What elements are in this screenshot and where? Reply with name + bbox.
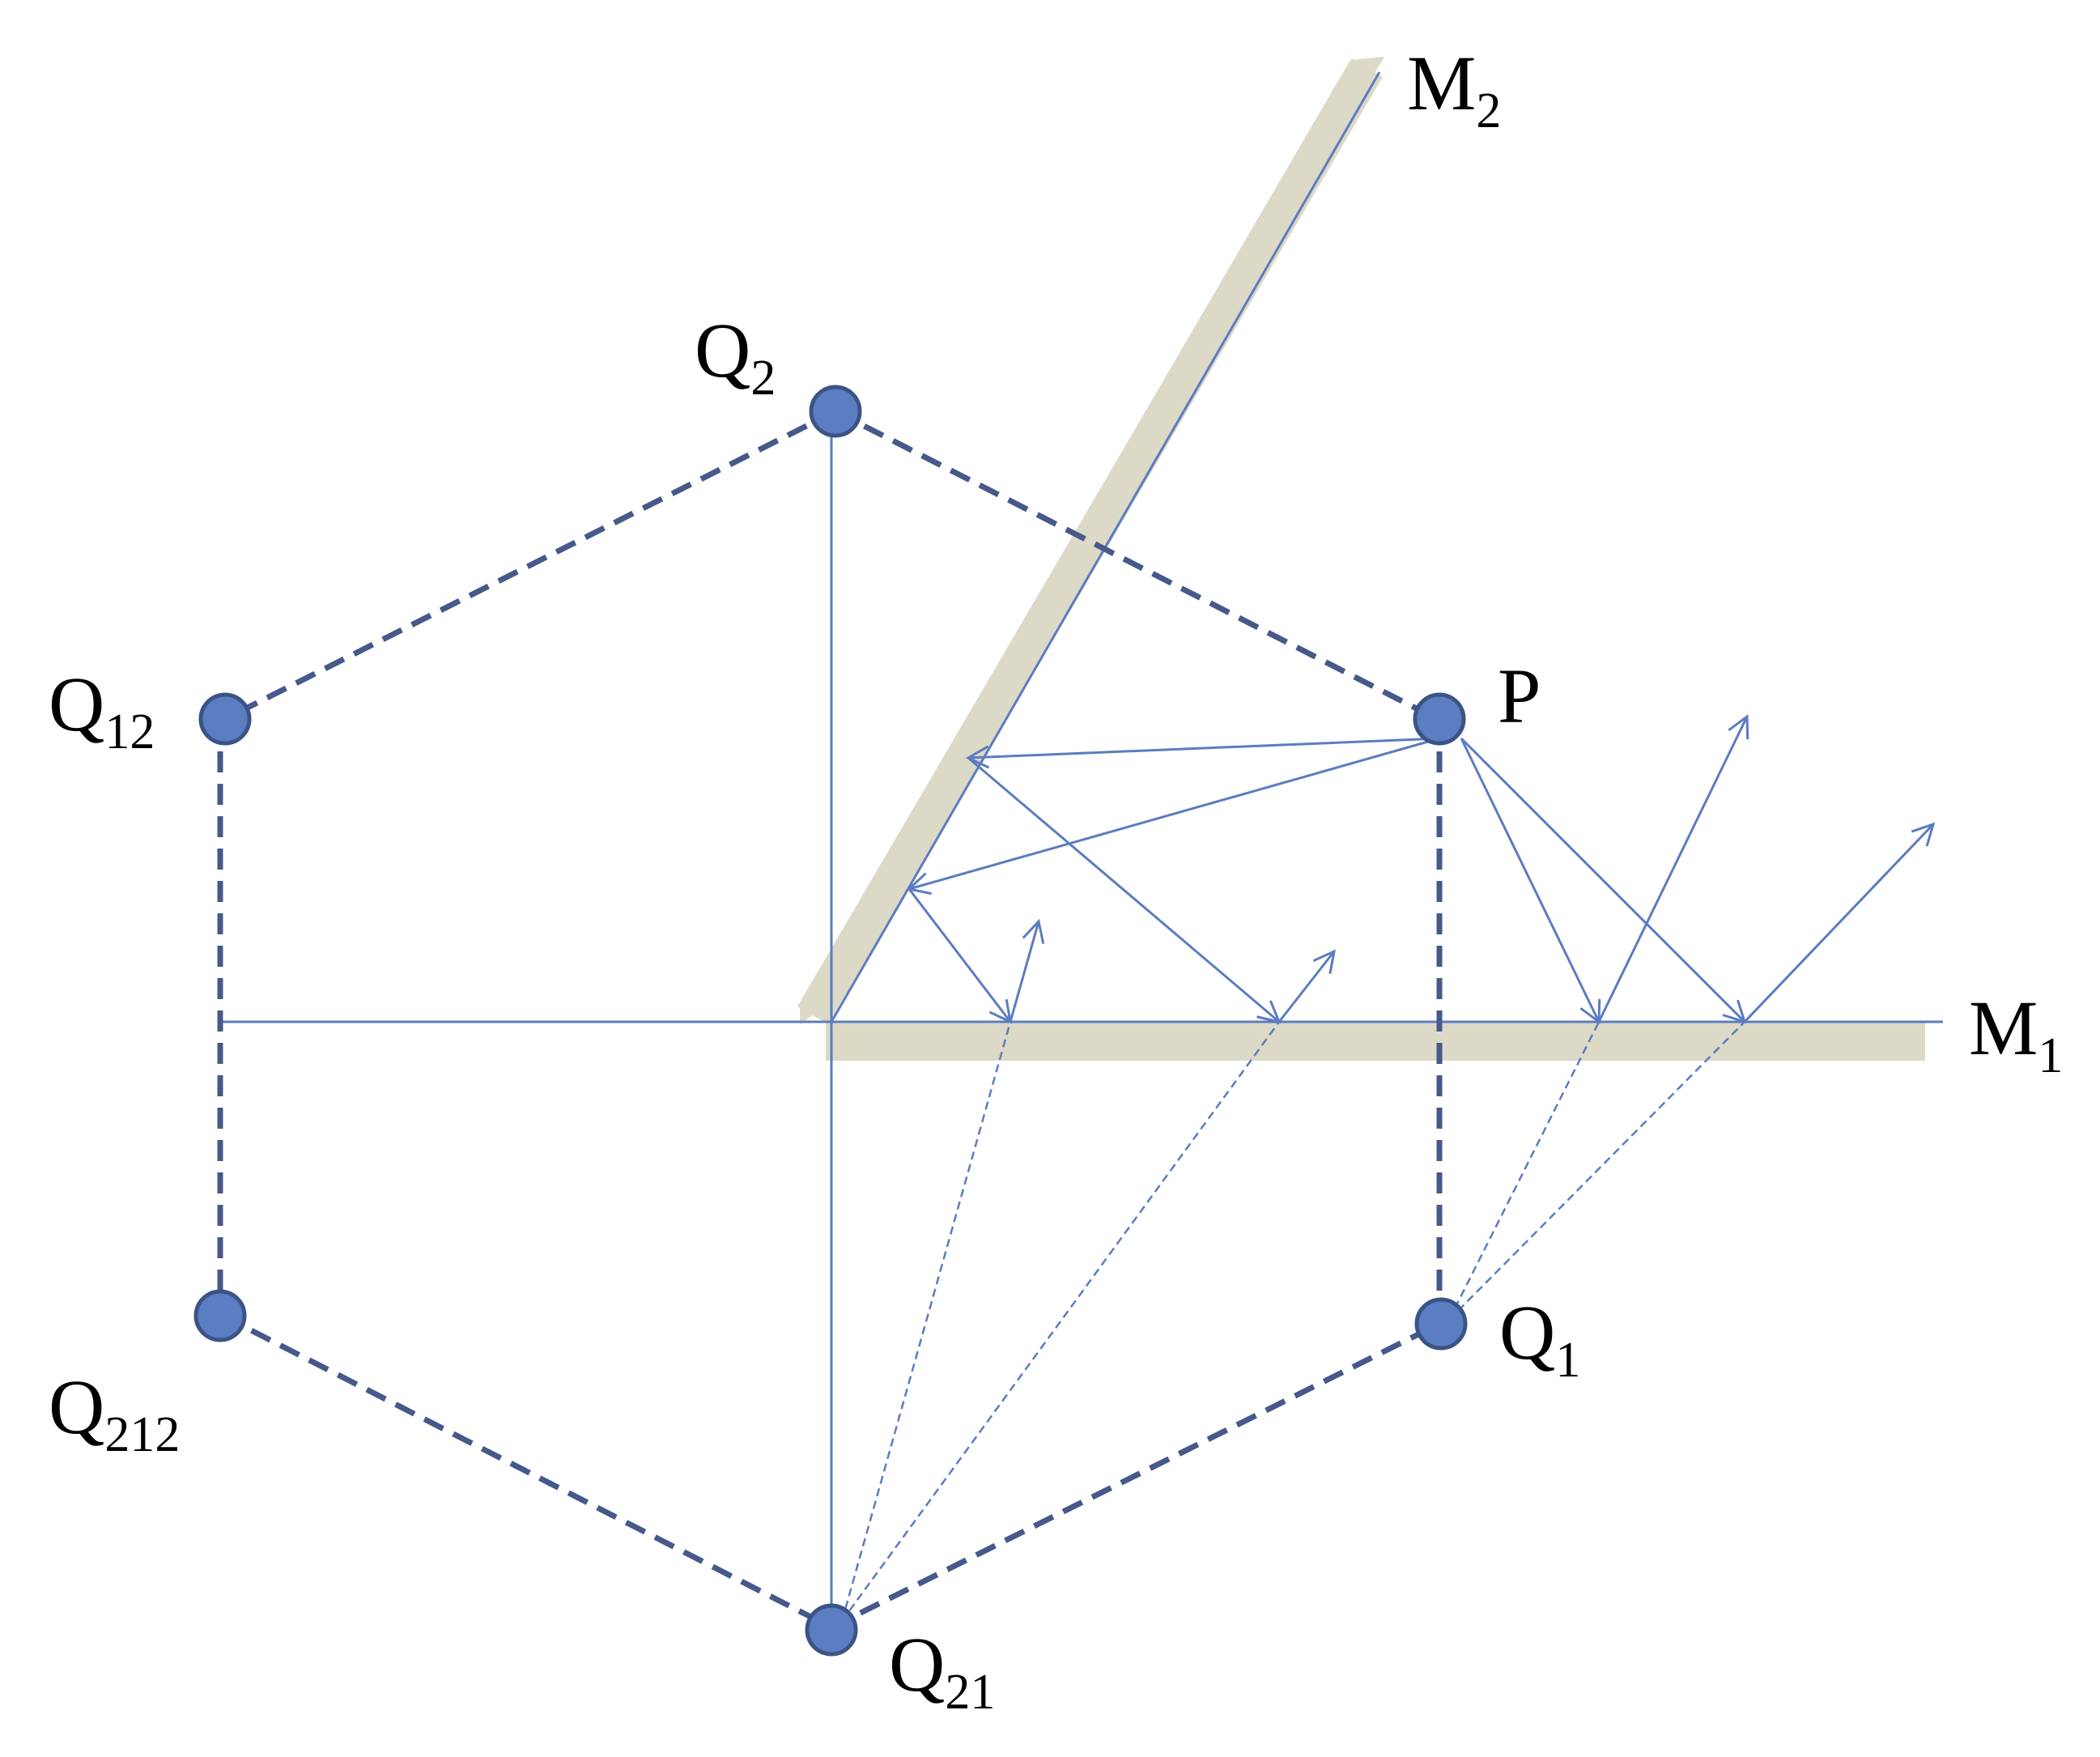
ray-m1-far-to-out bbox=[1743, 824, 1933, 1023]
ray-m2-lower-to-m1 bbox=[908, 888, 1010, 1022]
point-q12 bbox=[198, 692, 252, 746]
label-q12: Q12 bbox=[49, 661, 155, 759]
virtual-ray-q21-b bbox=[840, 1021, 1281, 1622]
ray-m1-near-to-out bbox=[1597, 717, 1747, 1023]
mirror-m1-band bbox=[826, 1022, 1925, 1061]
connection-q21-q1 bbox=[830, 1321, 1441, 1631]
label-q2: Q2 bbox=[695, 307, 776, 406]
point-q1 bbox=[1414, 1297, 1468, 1351]
connection-q2-q12 bbox=[223, 408, 837, 722]
point-q212 bbox=[193, 1289, 247, 1342]
connection-q2-p bbox=[834, 408, 1439, 722]
virtual-ray-q1-b bbox=[1448, 1021, 1745, 1321]
label-q212: Q212 bbox=[49, 1363, 180, 1462]
virtual-rays bbox=[840, 1021, 1745, 1622]
point-q21 bbox=[805, 1603, 858, 1657]
ray-p-to-m1-far bbox=[1460, 737, 1745, 1022]
label-q21: Q21 bbox=[889, 1621, 995, 1720]
construction-lines bbox=[220, 71, 1943, 1627]
ray-p-to-m2-upper bbox=[968, 737, 1440, 758]
label-p: P bbox=[1498, 653, 1541, 739]
image-points bbox=[193, 385, 1468, 1657]
ray-p-to-m2-lower bbox=[909, 737, 1440, 889]
virtual-ray-q1-a bbox=[1447, 1021, 1601, 1321]
ray-p-to-m1-near bbox=[1460, 738, 1599, 1022]
point-q2 bbox=[809, 385, 862, 438]
virtual-ray-q21-a bbox=[840, 1021, 1012, 1622]
label-q1: Q1 bbox=[1499, 1289, 1580, 1388]
mirror-m2-band-fill bbox=[797, 58, 1383, 1024]
ray-m1-to-out-a bbox=[1277, 951, 1334, 1023]
ray-m1-to-out-b bbox=[1009, 921, 1039, 1023]
label-m1: M1 bbox=[1969, 985, 2063, 1083]
connection-q212-q21 bbox=[221, 1312, 833, 1631]
image-connections bbox=[217, 408, 1443, 1631]
label-m2: M2 bbox=[1407, 40, 1501, 138]
point-p bbox=[1413, 692, 1466, 746]
ray-m2-upper-to-m1 bbox=[967, 756, 1279, 1022]
ray-paths bbox=[909, 717, 1933, 1022]
